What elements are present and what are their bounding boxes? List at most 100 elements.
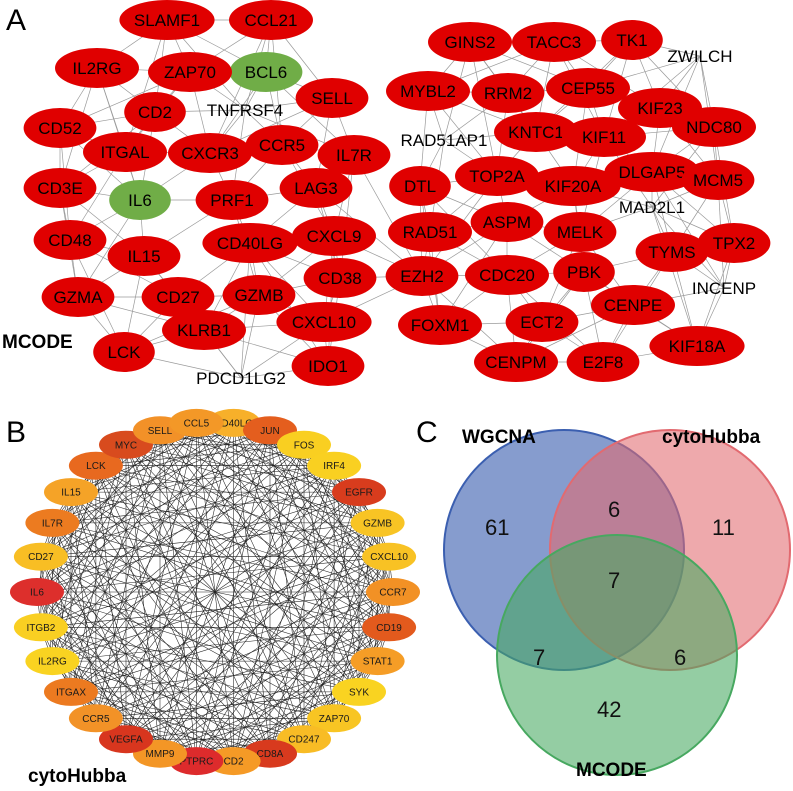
edge-b-zap70-itgb2: [40, 627, 335, 719]
node-b-itgb2-label: ITGB2: [26, 623, 55, 634]
edge-b-gzmb-myc: [125, 444, 378, 524]
edge-b-mmp9-il7r: [52, 522, 161, 754]
node-cd40lg: CD40LG: [202, 223, 298, 263]
node-dtl-label: DTL: [404, 177, 436, 196]
node-lag3-shape: [279, 168, 353, 208]
edge-b-cd8a-il7r: [52, 522, 271, 754]
node-il15-shape: [107, 236, 181, 276]
node-ido1: IDO1: [291, 346, 365, 386]
node-mcm5-shape: [681, 160, 755, 200]
edge-b-ptprc-il15: [70, 491, 197, 762]
node-b-ccr7: CCR7: [366, 578, 420, 606]
node-gzmb-shape: [222, 275, 296, 315]
node-gzmb-label: GZMB: [234, 286, 283, 305]
node-klrb1-label: KLRB1: [177, 321, 231, 340]
node-rad51-label: RAD51: [403, 223, 458, 242]
edge-b-fos-itgb2: [40, 444, 305, 628]
node-itgal-shape: [83, 132, 167, 172]
node-b-syk: SYK: [332, 677, 386, 706]
node-slamf1: SLAMF1: [119, 0, 215, 40]
node-kif11: KIF11: [562, 117, 646, 157]
node-b-ccr5-label: CCR5: [82, 714, 110, 725]
node-b-stat1-shape: [350, 647, 405, 676]
node-b-il6-label: IL6: [30, 588, 44, 599]
node-melk-shape: [543, 212, 617, 252]
node-ccl21-shape: [229, 0, 313, 40]
node-top2a-label: TOP2A: [469, 167, 525, 186]
node-b-il2rg: IL2RG: [25, 647, 80, 676]
edge-b-cxcl10-lck: [95, 465, 390, 557]
node-dlgap5-shape: [604, 152, 700, 192]
edge-b-irf4-mmp9: [159, 465, 335, 754]
venn-label-mcode: MCODE: [576, 760, 647, 781]
node-mad2l1: MAD2L1: [619, 198, 685, 217]
edge-b-cd19-lck: [95, 465, 390, 628]
node-b-fos-shape: [277, 430, 331, 459]
node-b-mmp9-label: MMP9: [146, 749, 175, 760]
edge-b-fos-zap70: [303, 444, 335, 719]
node-b-lck-label: LCK: [86, 461, 106, 472]
node-cd38-label: CD38: [318, 269, 361, 288]
edge-b-cd2-ccl5: [196, 422, 234, 762]
node-cxcl10-label: CXCL10: [292, 313, 356, 332]
edge-b-ccr5-sell: [95, 430, 161, 719]
node-cd2-label: CD2: [138, 103, 172, 122]
edge-b-zap70-ccl5: [196, 422, 335, 719]
node-cd52: CD52: [23, 108, 97, 148]
node-b-il6: IL6: [10, 578, 64, 606]
edge-b-cd2-myc: [125, 444, 234, 762]
node-klrb1: KLRB1: [162, 310, 246, 350]
edge-b-cd8a-il6: [36, 591, 271, 754]
node-zwilch-label: ZWILCH: [667, 47, 732, 66]
node-b-fos-label: FOS: [294, 440, 315, 451]
venn-count-cytohubba-only: 11: [712, 515, 735, 540]
panel-a-caption: MCODE: [2, 332, 73, 353]
node-tk1-label: TK1: [616, 31, 647, 50]
node-dtl-shape: [389, 166, 451, 206]
node-b-cd19-label: CD19: [376, 623, 402, 634]
edge-b-ccr7-syk: [358, 591, 394, 692]
node-ect2-label: ECT2: [520, 313, 563, 332]
node-mcm5: MCM5: [681, 160, 755, 200]
node-cd48-shape: [33, 220, 107, 260]
node-zwilch: ZWILCH: [667, 47, 732, 66]
node-e2f8-shape: [566, 342, 640, 382]
node-tpx2: TPX2: [697, 223, 771, 263]
node-cxcl9-shape: [292, 216, 376, 256]
edge-b-cd19-ccl5: [196, 422, 390, 628]
node-mybl2-label: MYBL2: [400, 82, 456, 101]
edge-b-cd8a-il15: [70, 491, 271, 754]
node-cep55-shape: [546, 68, 630, 108]
edge-b-ccr7-myc: [125, 444, 394, 593]
node-b-cd8a-label: CD8A: [257, 749, 284, 760]
node-incenp: INCENP: [692, 279, 756, 298]
edge-b-itgax-sell: [70, 430, 161, 692]
node-b-stat1-label: STAT1: [363, 657, 393, 668]
node-tnfrsf4: TNFRSF4: [207, 101, 284, 120]
node-kntc1: KNTC1: [494, 112, 578, 152]
edge-b-cd8a-itgax: [70, 691, 271, 754]
node-b-il15-label: IL15: [61, 488, 81, 499]
node-prf1: PRF1: [195, 180, 269, 220]
node-zap70: ZAP70: [148, 52, 232, 92]
node-kif11-label: KIF11: [582, 128, 626, 147]
edge-b-cd247-sell: [159, 430, 305, 740]
panel-a-letter: A: [6, 4, 26, 37]
node-mad2l1-label: MAD2L1: [619, 198, 685, 217]
node-b-il15-shape: [44, 478, 98, 507]
node-b-vegfa: VEGFA: [99, 725, 153, 754]
venn-count-all-three: 7: [608, 568, 620, 593]
node-cd27: CD27: [141, 277, 215, 317]
edge-b-fos-cd27: [40, 444, 305, 557]
node-dlgap5: DLGAP5: [604, 152, 700, 192]
edge-b-zap70-il7r: [52, 522, 335, 719]
edge-b-ptprc-cd27: [40, 556, 197, 762]
edge-b-egfr-myc: [125, 444, 360, 493]
node-ccl21: CCL21: [229, 0, 313, 40]
edge-b-zap70-cd27: [40, 556, 335, 719]
edge-b-cd40lg-cd8a: [233, 422, 271, 754]
node-pbk-shape: [553, 252, 615, 292]
